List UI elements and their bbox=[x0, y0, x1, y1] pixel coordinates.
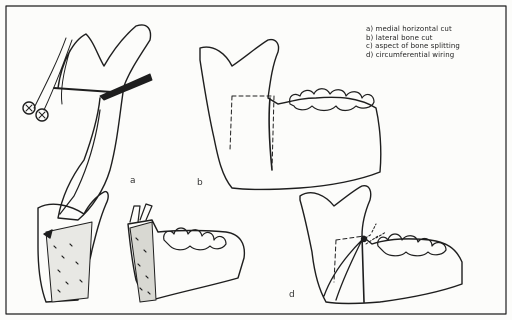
panel-b-dashed-cut bbox=[230, 96, 274, 170]
panel-d-knot bbox=[362, 237, 367, 242]
panel-d-bone-cut bbox=[362, 236, 364, 302]
legend: a) medial horizontal cut b) lateral bone… bbox=[366, 25, 460, 59]
panel-c-retractor bbox=[130, 204, 152, 222]
legend-item-c: c) aspect of bone splitting bbox=[366, 42, 460, 51]
panel-label-d: d bbox=[289, 290, 295, 300]
panel-b-drawing bbox=[200, 40, 381, 190]
legend-item-a: a) medial horizontal cut bbox=[366, 25, 460, 34]
panel-c-split-surface bbox=[46, 222, 92, 302]
panel-label-b: b bbox=[197, 178, 203, 188]
panel-d-drawing bbox=[300, 186, 462, 304]
panel-d-circumferential-wire bbox=[324, 240, 362, 300]
panel-d-teeth bbox=[378, 234, 446, 256]
panel-c-cortex-block bbox=[130, 222, 156, 302]
panel-a-lower-border bbox=[60, 110, 100, 214]
panel-a-drawing bbox=[23, 25, 152, 220]
legend-item-d: d) circumferential wiring bbox=[366, 51, 460, 60]
panel-c-drawing bbox=[38, 192, 244, 302]
panel-label-a: a bbox=[130, 176, 136, 186]
panel-a-nerve-lines bbox=[34, 38, 72, 110]
panel-a-horizontal-cut bbox=[54, 88, 112, 92]
panel-a-retractor bbox=[100, 74, 152, 100]
legend-item-b: b) lateral bone cut bbox=[366, 34, 460, 43]
panel-b-lateral-bone-cut bbox=[269, 98, 272, 170]
panel-a-ramus-outline bbox=[58, 25, 150, 220]
panel-d-mandible-outline bbox=[300, 186, 462, 304]
panel-b-mandible-outline bbox=[200, 40, 381, 190]
